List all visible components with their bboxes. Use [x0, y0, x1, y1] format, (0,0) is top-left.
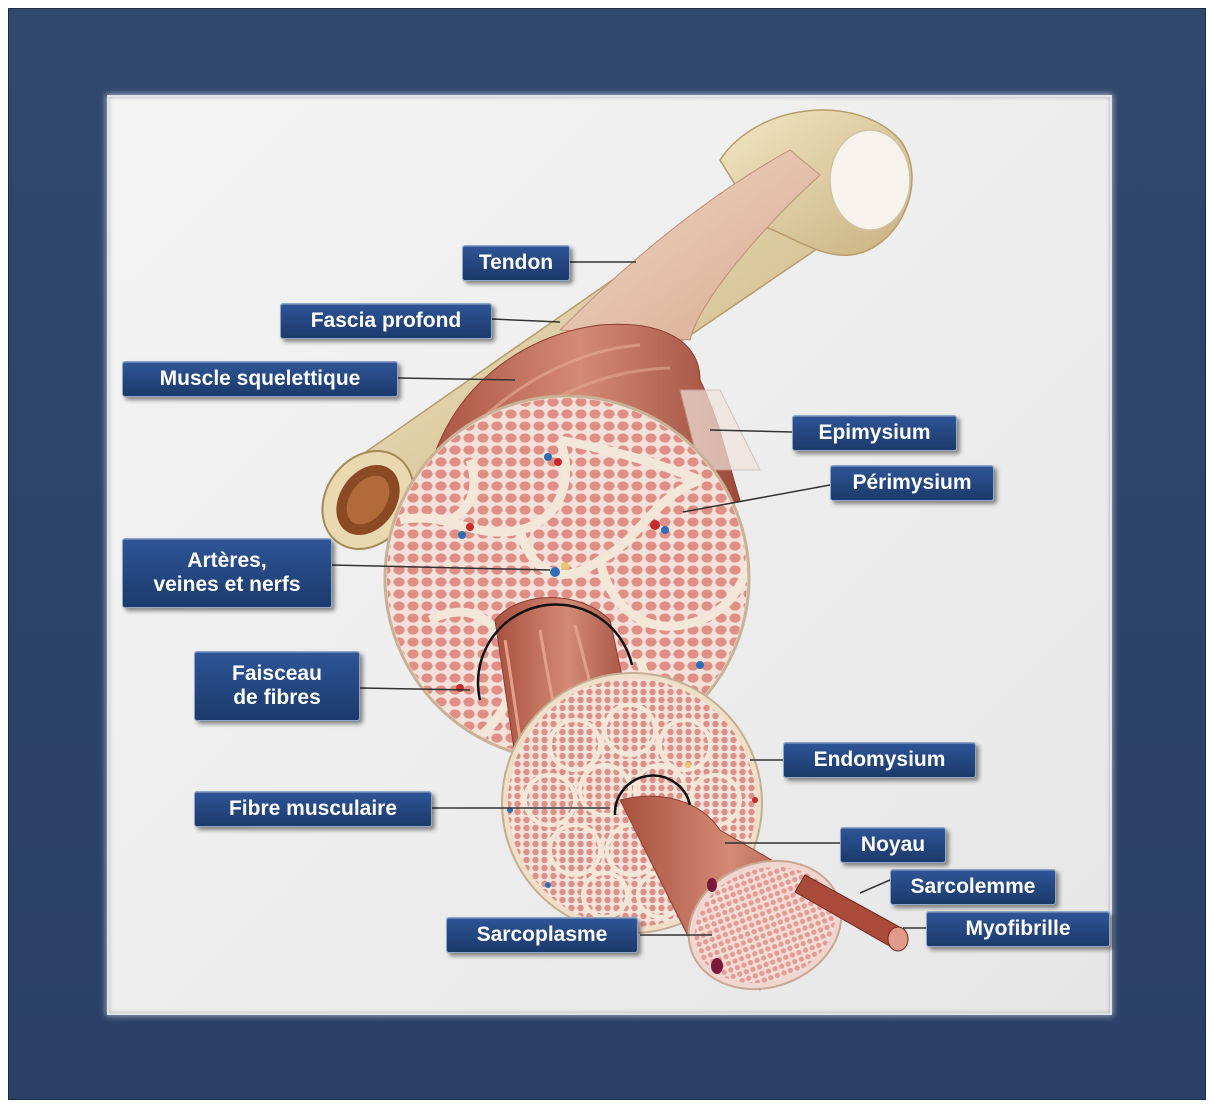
label-myofibrille: Myofibrille: [926, 911, 1110, 947]
label-epimysium: Epimysium: [792, 415, 957, 451]
label-sarcoplasme: Sarcoplasme: [446, 917, 638, 953]
label-epimysium-text: Epimysium: [818, 421, 930, 445]
label-endomysium: Endomysium: [783, 742, 976, 778]
label-faisceau-line1: Faisceau: [232, 662, 322, 686]
label-noyau-text: Noyau: [861, 833, 925, 857]
label-sarcolemme-text: Sarcolemme: [911, 875, 1036, 899]
label-fibre-text: Fibre musculaire: [229, 797, 397, 821]
label-fascia-profond: Fascia profond: [280, 303, 492, 339]
label-sarcolemme: Sarcolemme: [890, 869, 1056, 905]
label-noyau: Noyau: [840, 827, 946, 863]
label-faisceau-line2: de fibres: [233, 686, 321, 710]
label-myofibrille-text: Myofibrille: [965, 917, 1070, 941]
label-fascia-text: Fascia profond: [311, 309, 462, 333]
label-arteres-line2: veines et nerfs: [153, 573, 300, 597]
label-perimysium-text: Périmysium: [852, 471, 971, 495]
label-muscle-text: Muscle squelettique: [160, 367, 361, 391]
label-arteres-veines-nerfs: Artères, veines et nerfs: [122, 538, 332, 608]
label-arteres-line1: Artères,: [187, 549, 266, 573]
label-muscle-squelettique: Muscle squelettique: [122, 361, 398, 397]
label-tendon-text: Tendon: [479, 251, 553, 275]
label-perimysium: Périmysium: [830, 465, 994, 501]
label-endomysium-text: Endomysium: [814, 748, 946, 772]
label-fibre-musculaire: Fibre musculaire: [194, 791, 432, 827]
label-sarcoplasme-text: Sarcoplasme: [477, 923, 608, 947]
label-faisceau-de-fibres: Faisceau de fibres: [194, 651, 360, 721]
label-tendon: Tendon: [462, 245, 570, 281]
